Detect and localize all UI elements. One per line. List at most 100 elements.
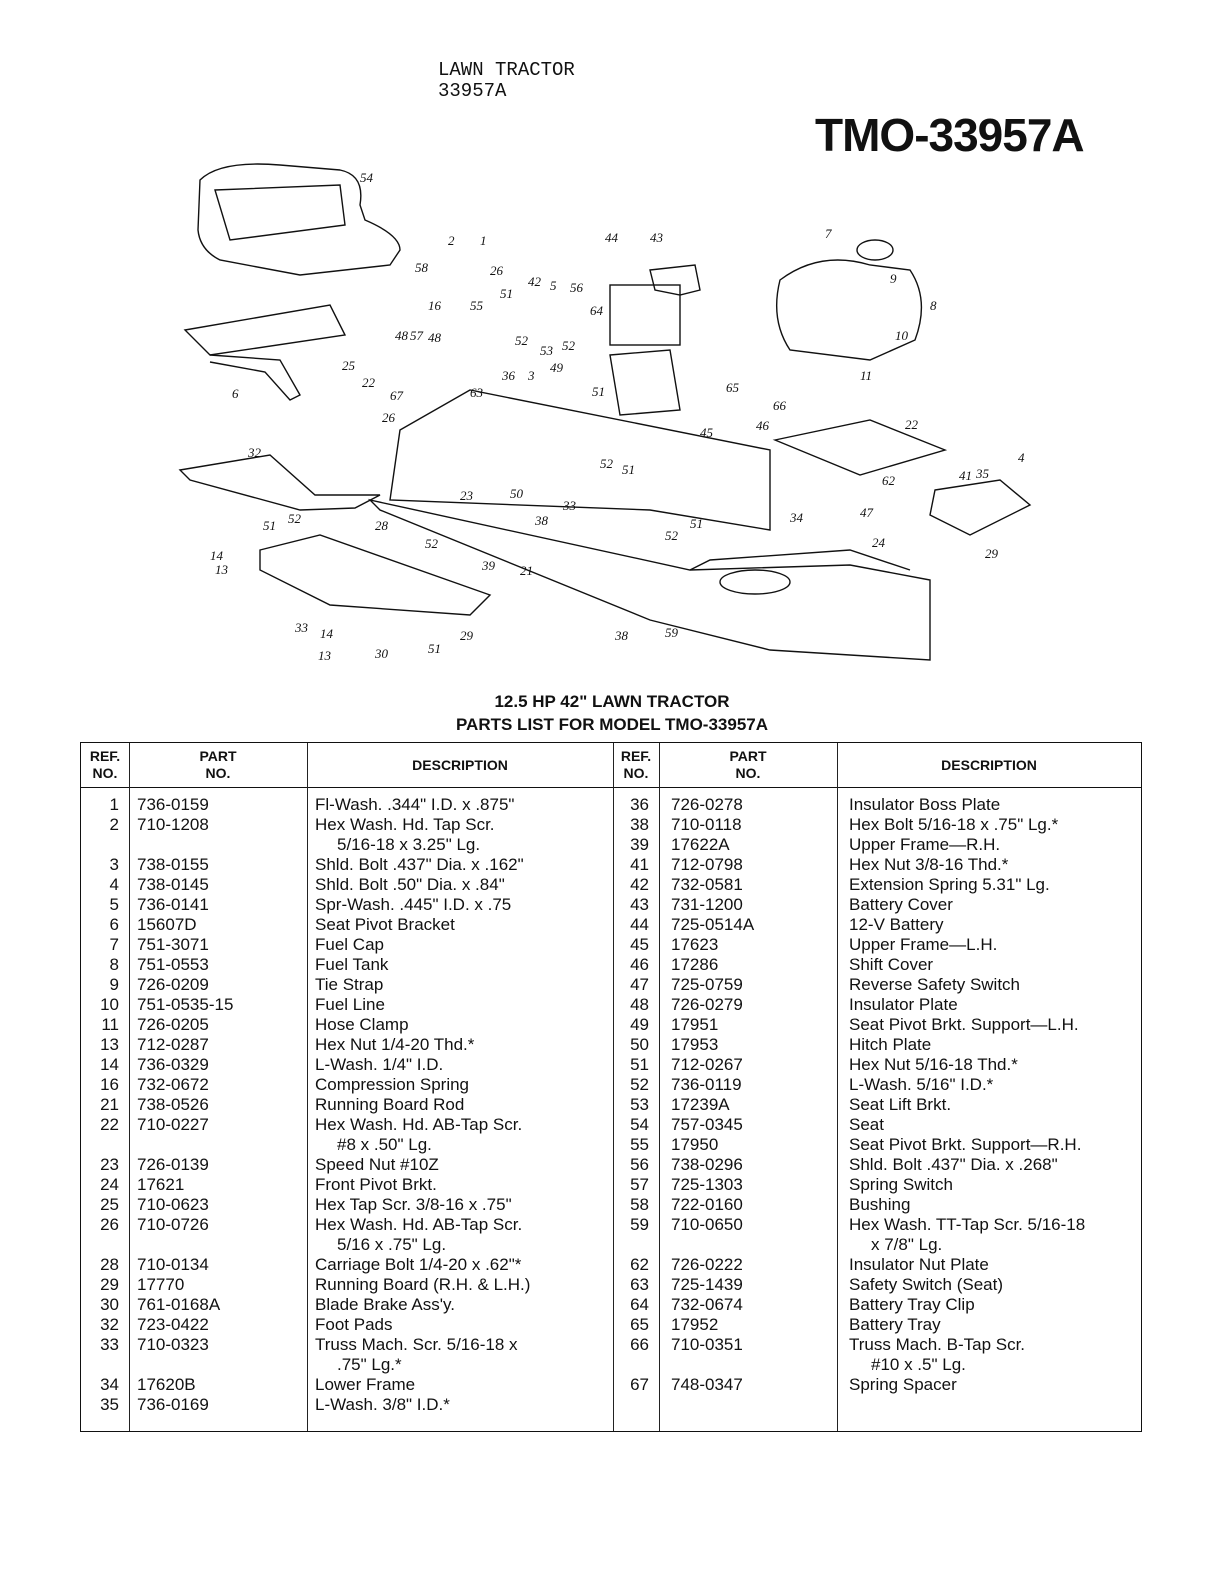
ref-number: 33 bbox=[100, 1335, 119, 1354]
part-number: 723-0422 bbox=[137, 1315, 209, 1334]
ref-number: 14 bbox=[100, 1055, 119, 1074]
part-number: 757-0345 bbox=[671, 1115, 743, 1134]
part-description: 5/16-18 x 3.25" Lg. bbox=[337, 835, 481, 854]
part-number: 726-0205 bbox=[137, 1015, 209, 1034]
part-number: 710-0118 bbox=[671, 815, 742, 834]
svg-text:34: 34 bbox=[789, 510, 804, 525]
part-description: Hex Wash. Hd. Tap Scr. bbox=[315, 815, 495, 834]
svg-text:48: 48 bbox=[395, 328, 409, 343]
ref-number: 63 bbox=[630, 1275, 649, 1294]
part-number: 726-0278 bbox=[671, 795, 743, 814]
ref-number: 29 bbox=[100, 1275, 119, 1294]
ref-number: 42 bbox=[630, 875, 649, 894]
part-number: 738-0155 bbox=[137, 855, 209, 874]
svg-text:62: 62 bbox=[882, 473, 896, 488]
svg-text:38: 38 bbox=[614, 628, 629, 643]
part-description: Tie Strap bbox=[315, 975, 384, 994]
part-number: 751-0553 bbox=[137, 955, 209, 974]
part-description: x 7/8" Lg. bbox=[871, 1235, 943, 1254]
ref-number: 59 bbox=[630, 1215, 649, 1234]
part-description: Compression Spring bbox=[315, 1075, 470, 1094]
running-board-right-drawing bbox=[929, 479, 1032, 536]
part-number: 712-0287 bbox=[137, 1035, 209, 1054]
svg-text:39: 39 bbox=[481, 558, 496, 573]
ref-number: 16 bbox=[100, 1075, 119, 1094]
part-description: Hex Nut 1/4-20 Thd.* bbox=[315, 1035, 475, 1054]
part-description: Spring Switch bbox=[849, 1175, 953, 1194]
ref-number: 47 bbox=[630, 975, 649, 994]
svg-text:26: 26 bbox=[490, 263, 504, 278]
part-description: .75" Lg.* bbox=[337, 1355, 402, 1374]
part-number: 710-0351 bbox=[671, 1335, 743, 1354]
ref-number: 55 bbox=[630, 1135, 649, 1154]
svg-text:29: 29 bbox=[985, 546, 999, 561]
part-description: Speed Nut #10Z bbox=[315, 1155, 439, 1174]
part-number: 736-0141 bbox=[137, 895, 209, 914]
svg-text:14: 14 bbox=[320, 626, 334, 641]
part-description: Insulator Plate bbox=[849, 995, 958, 1014]
part-description: Running Board Rod bbox=[315, 1095, 465, 1114]
ref-number: 3 bbox=[109, 855, 119, 874]
svg-text:55: 55 bbox=[470, 298, 484, 313]
ref-number: 44 bbox=[630, 915, 649, 934]
header-part-right: PART NO. bbox=[729, 748, 767, 781]
svg-text:45: 45 bbox=[700, 425, 714, 440]
svg-text:9: 9 bbox=[890, 271, 897, 286]
ref-number: 26 bbox=[100, 1215, 119, 1234]
ref-number: 21 bbox=[100, 1095, 119, 1114]
svg-text:48: 48 bbox=[428, 330, 442, 345]
part-description: 5/16 x .75" Lg. bbox=[337, 1235, 447, 1254]
part-description: L-Wash. 5/16" I.D.* bbox=[849, 1075, 994, 1094]
part-description: Upper Frame—R.H. bbox=[849, 835, 1001, 854]
part-number: 748-0347 bbox=[671, 1375, 743, 1394]
shift-cover-drawing bbox=[772, 419, 948, 476]
part-description: Spring Spacer bbox=[849, 1375, 957, 1394]
svg-text:4: 4 bbox=[1018, 450, 1025, 465]
header-desc-left: DESCRIPTION bbox=[412, 756, 508, 773]
part-description: Hex Wash. Hd. AB-Tap Scr. bbox=[315, 1115, 523, 1134]
part-description: Seat Pivot Brkt. Support—R.H. bbox=[849, 1135, 1082, 1154]
svg-text:52: 52 bbox=[515, 333, 529, 348]
part-description: Shift Cover bbox=[849, 955, 934, 974]
part-number: 726-0139 bbox=[137, 1155, 209, 1174]
part-number: 725-1439 bbox=[671, 1275, 743, 1294]
svg-text:6: 6 bbox=[232, 386, 239, 401]
part-description: Insulator Boss Plate bbox=[849, 795, 1001, 814]
table-header: REF. NO. PART NO. DESCRIPTION REF. NO. P… bbox=[81, 743, 1141, 788]
svg-text:56: 56 bbox=[570, 280, 584, 295]
part-description: Lower Frame bbox=[315, 1375, 416, 1394]
parts-list-title: 12.5 HP 42" LAWN TRACTOR bbox=[494, 692, 730, 711]
header-desc-right: DESCRIPTION bbox=[941, 756, 1037, 773]
svg-text:1: 1 bbox=[480, 233, 487, 248]
part-description: Running Board (R.H. & L.H.) bbox=[315, 1275, 531, 1294]
svg-text:26: 26 bbox=[382, 410, 396, 425]
